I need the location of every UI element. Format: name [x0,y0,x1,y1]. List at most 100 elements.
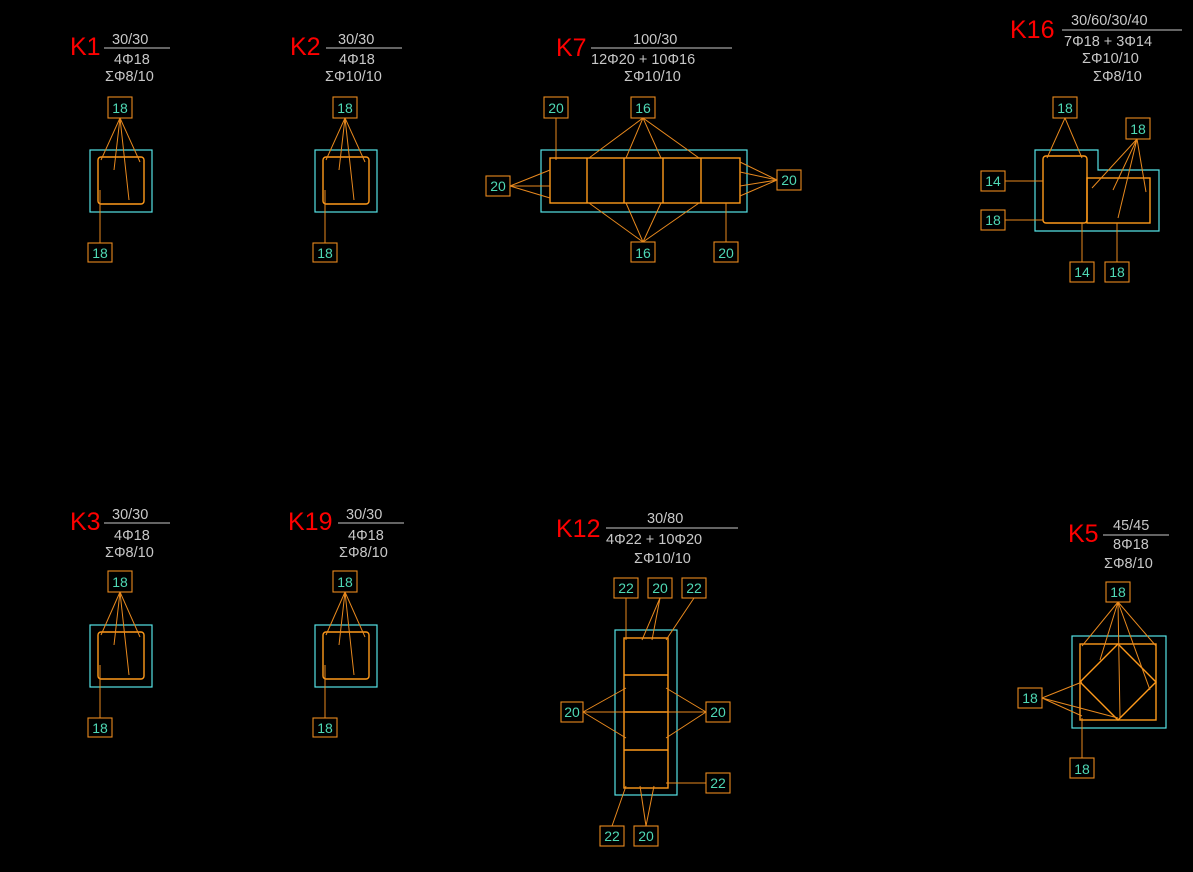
bar-tag-box [1052,96,1078,119]
leader-lines [1091,138,1147,219]
bar-tag: 18 [337,574,353,590]
column-bars: 4Φ18 [339,52,375,68]
stirrup [1079,643,1157,721]
bar-tag-box [705,772,731,794]
column-outline [89,149,153,213]
column-bars: 8Φ18 [1113,537,1149,553]
column-id: K1 [70,33,101,61]
column-outline [1034,149,1160,232]
column-dims: 30/30 [112,32,148,48]
column-k1[interactable]: K1 30/30 4Φ18 ΣΦ8/10 18 18 [70,32,170,263]
stirrup [97,156,145,205]
bar-tag: 20 [710,704,726,720]
bar-tag: 18 [1057,100,1073,116]
leader-lines [1081,223,1118,262]
bar-tag: 14 [1074,264,1090,280]
stirrup-legs [586,158,702,203]
leader-lines [509,169,551,199]
bar-tag: 18 [1074,761,1090,777]
bar-tag-box [633,825,659,847]
leader-lines [1081,601,1157,719]
column-bars: 4Φ18 [114,52,150,68]
bar-tag: 16 [635,100,651,116]
column-stirrups: ΣΦ8/10 [105,69,154,85]
column-dims: 100/30 [633,32,677,48]
column-bars: 4Φ18 [114,528,150,544]
stirrup [549,157,741,204]
bar-tag-box [705,701,731,723]
column-k12[interactable]: K12 30/80 4Φ22 + 10Φ20 ΣΦ10/10 22 20 22 … [556,511,738,847]
leader-lines [1005,180,1043,221]
bar-tag: 22 [604,828,620,844]
stirrup [97,631,145,680]
column-stirrups: ΣΦ8/10 [105,545,154,561]
bar-tag: 18 [317,720,333,736]
column-k3[interactable]: K3 30/30 4Φ18 ΣΦ8/10 18 18 [70,507,170,738]
bar-tag-box [980,170,1006,192]
column-id: K12 [556,515,600,543]
bar-tag-box [1125,117,1151,140]
bar-tag-box [630,241,656,263]
bar-tag-box [332,96,358,119]
bar-tag-box [560,701,584,723]
bar-tag-box [485,175,511,197]
column-outline [314,624,378,688]
column-k5[interactable]: K5 45/45 8Φ18 ΣΦ8/10 18 18 18 [1017,518,1169,779]
column-outline [540,149,748,213]
stirrup-diamond [1079,643,1157,721]
leader-lines [1046,117,1083,159]
bar-tag-box [87,717,113,738]
column-id: K7 [556,34,587,62]
leader-lines [739,161,778,197]
column-dims: 30/30 [112,507,148,523]
column-id: K19 [288,508,332,536]
stirrup [623,637,669,789]
column-outline [89,624,153,688]
bar-tag-box [713,241,739,263]
bar-tag: 22 [710,775,726,791]
bar-tag-box [681,577,707,599]
column-k16[interactable]: K16 30/60/30/40 7Φ18 + 3Φ14 ΣΦ10/10 ΣΦ8/… [980,13,1182,283]
column-bars: 4Φ22 + 10Φ20 [606,532,702,548]
column-bars: 12Φ20 + 10Φ16 [591,52,695,68]
leader-lines [625,597,695,641]
bar-tag: 18 [317,245,333,261]
bar-tag-box [1069,261,1095,283]
leader-lines [325,117,366,201]
bar-tag-box [647,577,673,599]
column-id: K16 [1010,16,1054,44]
bar-tag-box [312,242,338,263]
bar-tag: 18 [985,212,1001,228]
bar-tag: 14 [985,173,1001,189]
bar-tag-box [630,96,656,119]
bar-tag-box [980,209,1006,231]
bar-tag: 18 [112,100,128,116]
column-dims: 30/80 [647,511,683,527]
stirrup [322,631,370,680]
column-bars: 4Φ18 [348,528,384,544]
bar-tag: 18 [92,245,108,261]
bar-tag: 20 [781,172,797,188]
column-bars: 7Φ18 + 3Φ14 [1064,34,1152,50]
column-k7[interactable]: K7 100/30 12Φ20 + 10Φ16 ΣΦ10/10 20 16 20… [485,32,802,263]
bar-tag: 20 [718,245,734,261]
column-stirrups: ΣΦ10/10 [1082,51,1139,67]
column-stirrups: ΣΦ10/10 [634,551,691,567]
column-dims: 30/30 [346,507,382,523]
leader-lines [588,117,700,159]
bar-tag: 16 [635,245,651,261]
leader-lines [1041,681,1119,719]
column-dims: 30/60/30/40 [1071,13,1148,29]
bar-tag-box [332,570,358,593]
column-k19[interactable]: K19 30/30 4Φ18 ΣΦ8/10 18 18 [288,507,404,738]
column-k2[interactable]: K2 30/30 4Φ18 ΣΦ10/10 18 18 [290,32,402,263]
bar-tag: 18 [1110,584,1126,600]
bar-tag: 18 [1022,690,1038,706]
column-id: K5 [1068,520,1099,548]
bar-tag-box [1105,581,1131,603]
bar-tag: 18 [112,574,128,590]
bar-tag: 20 [548,100,564,116]
bar-tag: 22 [618,580,634,596]
leader-lines [665,687,707,739]
bar-tag-box [613,577,639,599]
